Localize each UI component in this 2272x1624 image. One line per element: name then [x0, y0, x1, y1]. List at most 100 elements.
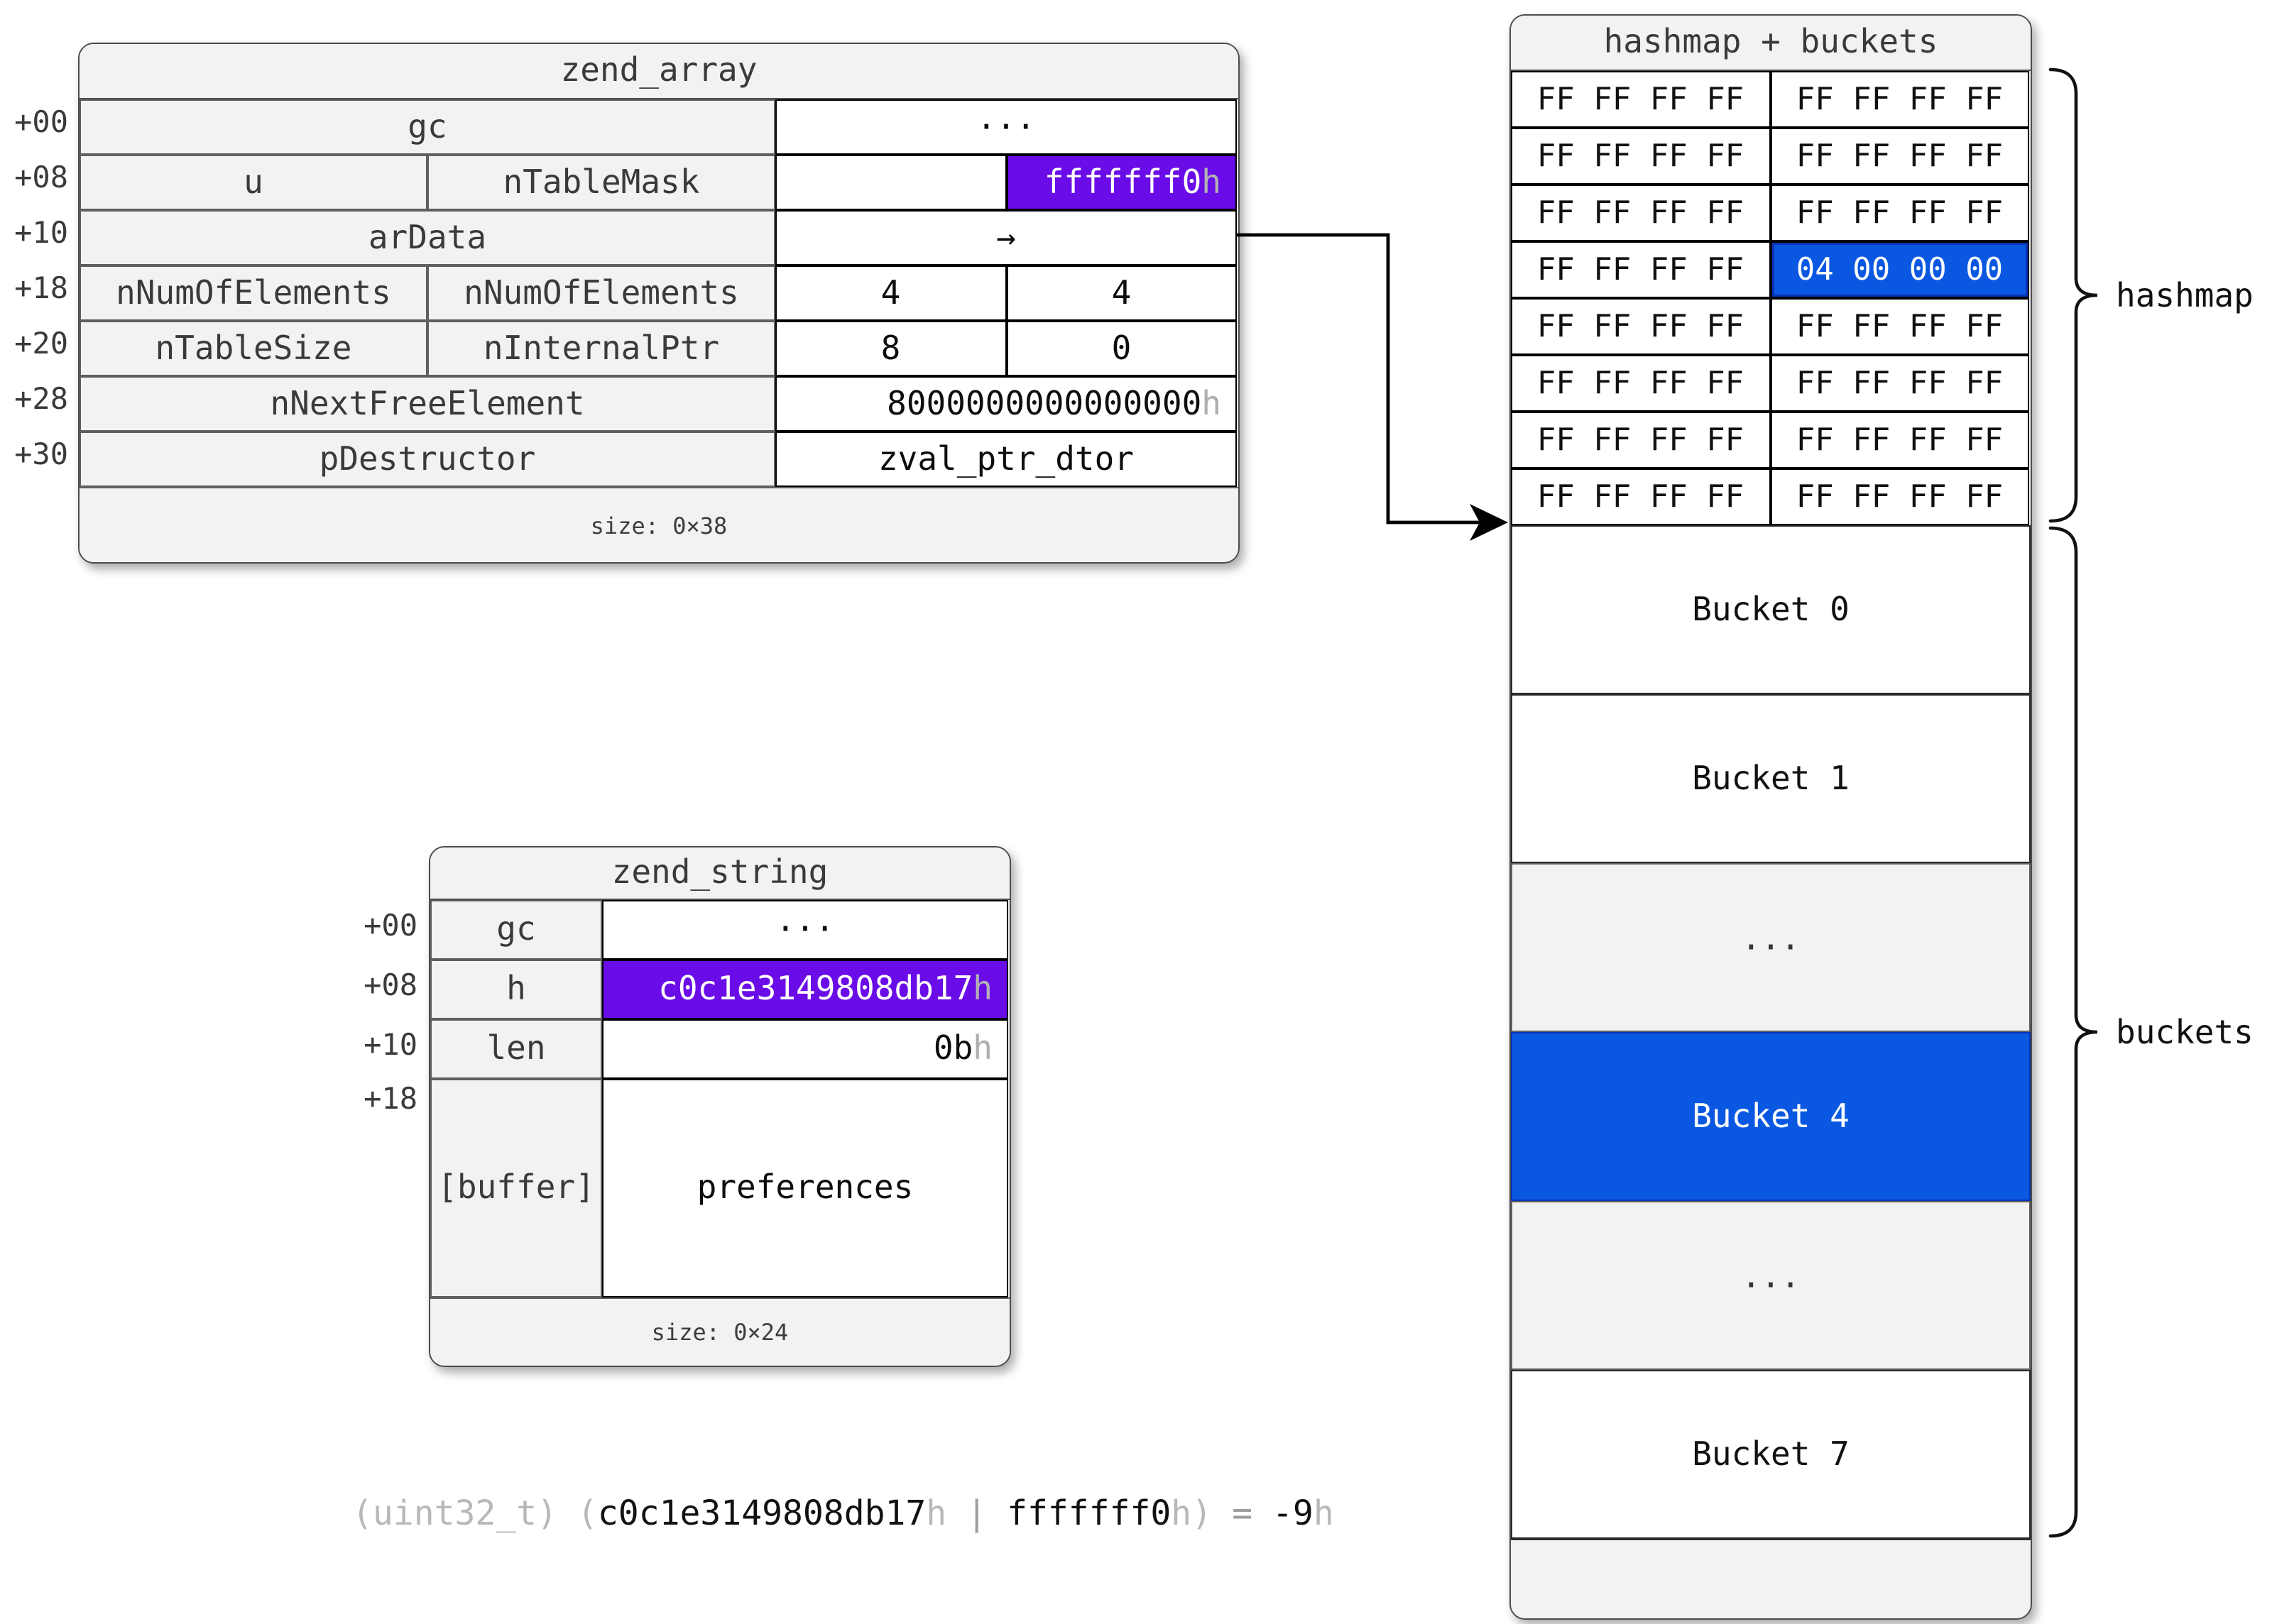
zs-len-label: len — [430, 1019, 602, 1079]
formula-or-operator: | — [966, 1493, 988, 1533]
formula-result: -9 — [1272, 1493, 1314, 1533]
zs-offset-10: +10 — [364, 1028, 417, 1062]
bucket-ellipsis: ··· — [1511, 863, 2031, 1032]
formula-hash-value: c0c1e3149808db17 — [597, 1493, 927, 1533]
hashmap-row: FF FF FF FF 04 00 00 00 — [1511, 241, 2031, 298]
za-numofelements-value: 4 — [1006, 265, 1237, 321]
hex-suffix: h — [973, 1031, 993, 1068]
formula-open-paren: ( — [577, 1493, 598, 1533]
hashmap-cell: FF FF FF FF — [1770, 355, 2029, 412]
zend-array-size-note: size: 0×38 — [80, 487, 1238, 562]
ardata-pointer-arrow — [1235, 233, 1485, 525]
za-offset-18: +18 — [14, 271, 68, 305]
zs-gc-value: ··· — [602, 900, 1008, 960]
buckets-brace-label: buckets — [2116, 1013, 2254, 1051]
zs-offset-00: +00 — [364, 909, 417, 943]
zs-row-gc: gc ··· — [430, 900, 1010, 960]
arrow-head-icon — [1470, 504, 1508, 541]
zs-hash-hex: c0c1e3149808db17 — [658, 971, 973, 1008]
za-u-value — [775, 155, 1006, 210]
zs-h-label: h — [430, 960, 602, 1019]
hashmap-cell: FF FF FF FF — [1770, 298, 2029, 355]
formula-cast: (uint32_t) — [352, 1493, 557, 1533]
zend-array-title: zend_array — [80, 44, 1238, 99]
za-offset-30: +30 — [14, 437, 68, 471]
za-row-gc: gc ··· — [80, 99, 1238, 155]
zs-gc-label: gc — [430, 900, 602, 960]
hashmap-brace-label: hashmap — [2116, 276, 2254, 314]
hex-suffix: h — [1201, 164, 1221, 201]
za-tablesize-value: 8 — [775, 321, 1006, 376]
zs-offset-08: +08 — [364, 968, 417, 1002]
hashmap-row: FF FF FF FF FF FF FF FF — [1511, 185, 2031, 241]
za-offset-20: +20 — [14, 327, 68, 361]
za-pdestructor-label: pDestructor — [80, 432, 775, 487]
hashmap-row: FF FF FF FF FF FF FF FF — [1511, 298, 2031, 355]
hashmap-cell: FF FF FF FF — [1511, 71, 1770, 128]
hashmap-row: FF FF FF FF FF FF FF FF — [1511, 412, 2031, 468]
hashmap-buckets-title: hashmap + buckets — [1511, 16, 2031, 71]
za-row-pdestructor: pDestructor zval_ptr_dtor — [80, 432, 1238, 487]
bucket-1: Bucket 1 — [1511, 694, 2031, 863]
zs-len-hex: 0b — [933, 1031, 973, 1068]
formula-mask-value: fffffff0 — [1007, 1493, 1172, 1533]
bucket-4-highlighted: Bucket 4 — [1511, 1032, 2031, 1201]
za-numused-label: nNumOfElements — [80, 265, 427, 321]
za-ntablemask-label: nTableMask — [427, 155, 775, 210]
za-internalptr-label: nInternalPtr — [427, 321, 775, 376]
hashmap-cell: FF FF FF FF — [1511, 241, 1770, 298]
za-row-numofelements: nNumOfElements nNumOfElements 4 4 — [80, 265, 1238, 321]
buckets-brace — [2048, 526, 2098, 1538]
hashmap-cell: FF FF FF FF — [1511, 128, 1770, 185]
hashmap-row: FF FF FF FF FF FF FF FF — [1511, 128, 2031, 185]
zend-string-size-note: size: 0×24 — [430, 1297, 1010, 1366]
zend-string-title: zend_string — [430, 847, 1010, 900]
hashmap-cell: FF FF FF FF — [1511, 412, 1770, 468]
hashmap-cell: FF FF FF FF — [1770, 468, 2029, 525]
za-gc-label: gc — [80, 99, 775, 155]
hex-suffix: h — [1201, 385, 1221, 422]
za-offset-28: +28 — [14, 382, 68, 416]
hex-suffix: h — [1171, 1493, 1192, 1533]
za-gc-value: ··· — [775, 99, 1237, 155]
bucket-7: Bucket 7 — [1511, 1370, 2031, 1539]
zs-row-buffer: [buffer] preferences — [430, 1079, 1010, 1297]
hashmap-cell: FF FF FF FF — [1770, 128, 2029, 185]
za-numused-value: 4 — [775, 265, 1006, 321]
hashmap-cell-hashed-index: 04 00 00 00 — [1770, 241, 2029, 298]
bucket-0: Bucket 0 — [1511, 525, 2031, 694]
za-offset-10: +10 — [14, 216, 68, 250]
hashmap-cell: FF FF FF FF — [1770, 185, 2029, 241]
zs-buffer-value: preferences — [602, 1079, 1008, 1297]
za-ardata-label: arData — [80, 210, 775, 265]
hashmap-row: FF FF FF FF FF FF FF FF — [1511, 71, 2031, 128]
za-offset-00: +00 — [14, 105, 68, 139]
za-numofelements-label: nNumOfElements — [427, 265, 775, 321]
za-row-tablesize: nTableSize nInternalPtr 8 0 — [80, 321, 1238, 376]
hashmap-brace — [2048, 67, 2098, 523]
zs-buffer-label: [buffer] — [430, 1079, 602, 1297]
hashmap-cell: FF FF FF FF — [1511, 298, 1770, 355]
hashmap-cell: FF FF FF FF — [1511, 355, 1770, 412]
hashmap-cell: FF FF FF FF — [1511, 468, 1770, 525]
hex-suffix: h — [1313, 1493, 1334, 1533]
hashmap-cell: FF FF FF FF — [1511, 185, 1770, 241]
hash-index-formula: (uint32_t)(c0c1e3149808db17h|fffffff0h)=… — [352, 1493, 1334, 1533]
za-pdestructor-value: zval_ptr_dtor — [775, 432, 1237, 487]
za-row-ardata: arData → — [80, 210, 1238, 265]
bucket-ellipsis: ··· — [1511, 1201, 2031, 1370]
formula-close-paren: ) — [1191, 1493, 1213, 1533]
hex-suffix: h — [926, 1493, 947, 1533]
za-internalptr-value: 0 — [1006, 321, 1237, 376]
za-ardata-value-pointer: → — [775, 210, 1237, 265]
za-offset-08: +08 — [14, 160, 68, 194]
